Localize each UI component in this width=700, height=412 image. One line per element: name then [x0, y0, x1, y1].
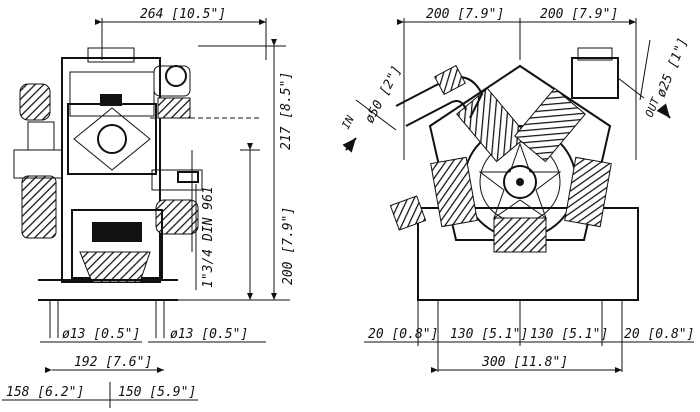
dim-bottom-left-label: 158 [6.2"]	[6, 385, 84, 400]
dim-hole-spacing-label: 192 [7.6"]	[74, 355, 152, 370]
outlet-callout: ø25 [1"] OUT	[639, 36, 691, 120]
dim-overall-width-label: 264 [10.5"]	[140, 7, 226, 22]
inlet-diameter-label: ø50 [2"]	[362, 64, 405, 126]
hole-left-label: ø13 [0.5"]	[62, 327, 140, 342]
dim-mid-right-label: 130 [5.1"]	[530, 327, 608, 342]
side-valve	[389, 195, 427, 231]
front-bottom-dims: 20 [0.8"] 130 [5.1"] 130 [5.1"] 20 [0.8"…	[364, 300, 694, 373]
dim-axis-height: 200 [7.9"]	[150, 117, 296, 301]
dim-half-right-label: 200 [7.9"]	[540, 7, 618, 22]
hole-callouts: ø13 [0.5"] ø13 [0.5"]	[40, 327, 266, 343]
dim-half-widths: 200 [7.9"] 200 [7.9"]	[397, 7, 637, 160]
side-view: 264 [10.5"]	[2, 7, 296, 408]
side-pump-body	[13, 47, 203, 338]
dim-edge-left-label: 20 [0.8"]	[368, 327, 438, 342]
dim-bottom-right-label: 150 [5.9"]	[118, 385, 196, 400]
dim-axis-height-label: 200 [7.9"]	[281, 207, 296, 285]
outlet-label: OUT	[643, 95, 663, 120]
inlet-label: IN	[339, 113, 357, 131]
dim-half-left-label: 200 [7.9"]	[426, 7, 504, 22]
outlet-housing	[571, 47, 645, 99]
inlet-pipe	[395, 64, 484, 127]
outlet-diameter-label: ø25 [1"]	[654, 36, 691, 100]
dim-edge-right-label: 20 [0.8"]	[624, 327, 694, 342]
dim-total-height: 217 [8.5"]	[198, 39, 294, 300]
dim-base-width-label: 300 [11.8"]	[481, 355, 568, 370]
front-view: 200 [7.9"] 200 [7.9"]	[339, 7, 694, 373]
hole-right-label: ø13 [0.5"]	[170, 327, 248, 342]
dim-bottom: 158 [6.2"] 150 [5.9"]	[2, 382, 198, 408]
dim-hole-spacing: 192 [7.6"]	[45, 355, 164, 373]
dim-mid-left-label: 130 [5.1"]	[450, 327, 528, 342]
inlet-callout: ø50 [2"] IN	[339, 64, 405, 153]
dim-overall-width: 264 [10.5"]	[95, 7, 267, 60]
port-label: 1"3/4 DIN 961	[201, 186, 216, 288]
port-annotation: 1"3/4 DIN 961	[195, 184, 216, 290]
front-cylinders	[430, 87, 612, 253]
dim-total-height-label: 217 [8.5"]	[279, 72, 294, 150]
